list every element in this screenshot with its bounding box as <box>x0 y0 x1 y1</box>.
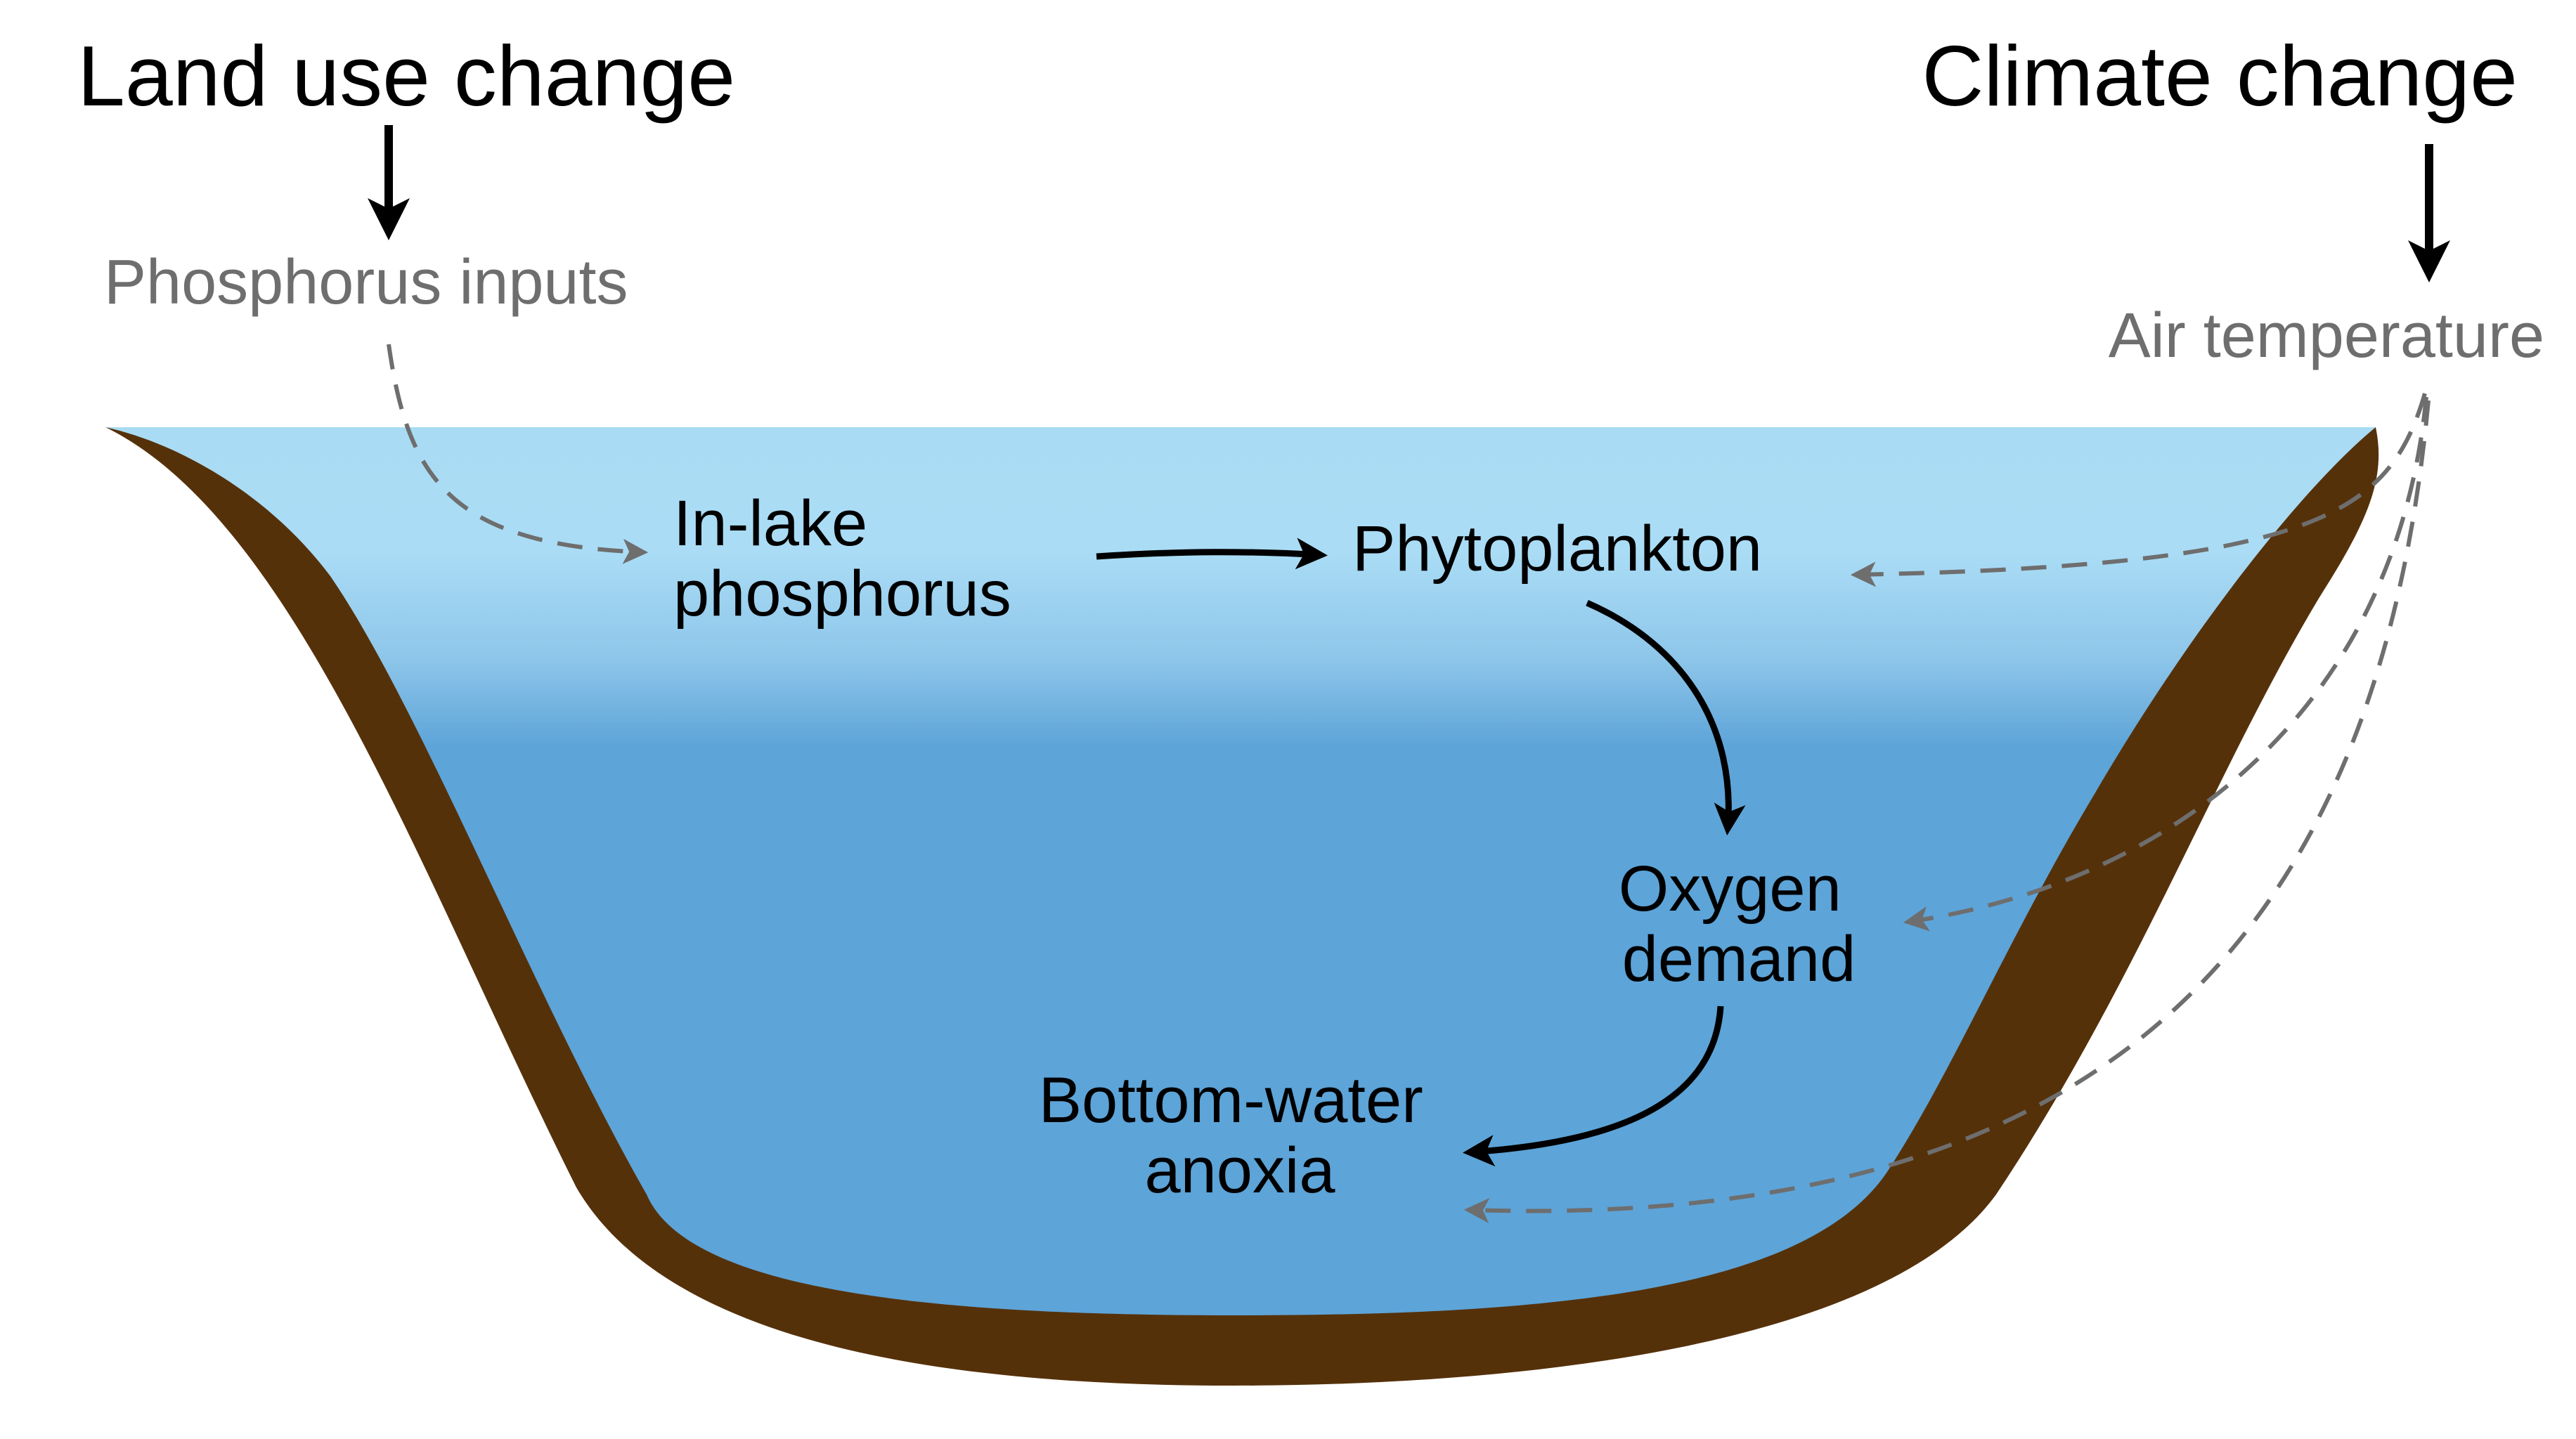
temperature-to-phytoplankton-arrow <box>1850 393 2427 587</box>
temperature-to-anoxia-arrow <box>1463 400 2431 1223</box>
temperature-to-oxygen-demand-arrow <box>1903 396 2428 932</box>
phytoplankton-to-oxygen-demand-arrow <box>1586 599 1746 835</box>
oxygen-demand-to-anoxia-arrow <box>1463 1005 1724 1167</box>
phosphorus-to-phytoplankton-arrow <box>1096 538 1328 570</box>
phytoplankton-label: Phytoplankton <box>1352 513 1762 585</box>
air-temperature-label: Air temperature <box>2109 301 2544 371</box>
in-lake-phosphorus-label: In-lake phosphorus <box>673 488 1011 630</box>
phosphorus-inputs-label: Phosphorus inputs <box>104 247 628 318</box>
oxygen-demand-label: Oxygen demand <box>1619 853 1860 995</box>
bottom-water-anoxia-label: Bottom-water anoxia <box>1039 1064 1442 1206</box>
phosphorus-inputs-to-in-lake-arrow <box>387 344 649 564</box>
land-use-change-label: Land use change <box>77 28 735 124</box>
climate-change-label: Climate change <box>1922 28 2518 124</box>
lake-water <box>105 427 2376 1315</box>
